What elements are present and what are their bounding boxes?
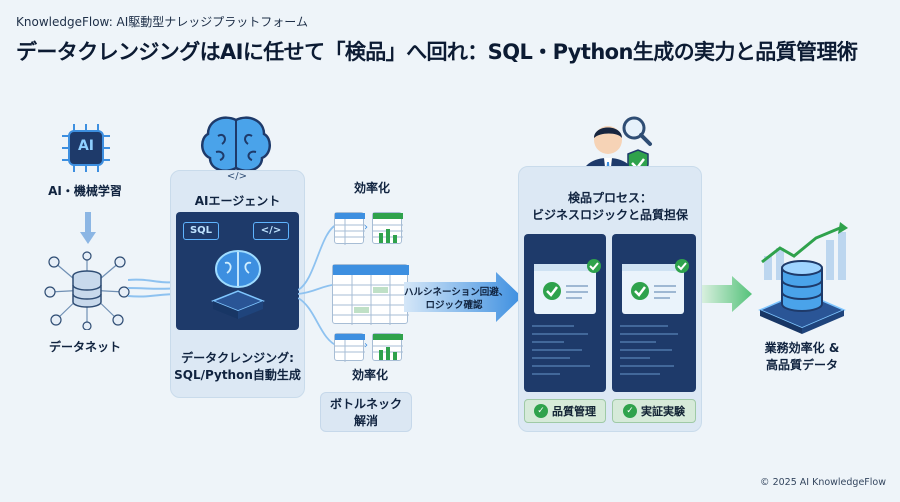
copyright: © 2025 AI KnowledgeFlow xyxy=(760,477,886,488)
check-icon: ✓ xyxy=(623,404,637,418)
arrow-text-line2: ロジック確認 xyxy=(425,300,483,311)
arrow-text-line1: ハルシネーション回避、 xyxy=(404,287,509,298)
inspection-screen-2 xyxy=(612,234,696,392)
green-right-arrow-icon xyxy=(702,276,752,312)
brain-icon xyxy=(196,112,276,180)
efficiency-label-top: 効率化 xyxy=(353,181,390,195)
verification-badge: ✓ 実証実験 xyxy=(612,399,696,423)
sql-badge: SQL xyxy=(183,222,219,240)
inspection-screen-1 xyxy=(524,234,606,392)
result-line2: 高品質データ xyxy=(765,358,838,372)
down-arrow-icon xyxy=(80,212,96,246)
table-icon-3 xyxy=(334,333,365,362)
agent-caption-line2: SQL/Python自動生成 xyxy=(174,368,301,382)
inspection-title-line2: ビジネスロジックと品質担保 xyxy=(531,208,688,222)
brand-header: KnowledgeFlow: AI駆動型ナレッジプラットフォーム xyxy=(16,15,308,29)
bottleneck-line2: 解消 xyxy=(353,414,378,428)
quality-control-label: 品質管理 xyxy=(552,405,596,418)
bottleneck-box xyxy=(320,392,412,432)
glowing-brain-icon xyxy=(209,245,267,323)
efficiency-label-bottom: 効率化 xyxy=(351,368,388,382)
database-network-icon xyxy=(42,250,132,331)
code-badge: </> xyxy=(253,222,289,240)
quality-control-badge: ✓ 品質管理 xyxy=(524,399,606,423)
large-table-icon xyxy=(332,264,409,325)
ai-ml-label: AI・機械学習 xyxy=(48,184,122,198)
code-brackets-icon: </> xyxy=(226,171,248,182)
inspection-title-line1: 検品プロセス： xyxy=(567,191,652,205)
agent-caption-line1: データクレンジング: xyxy=(181,351,294,365)
page-title: データクレンジングはAIに任せて「検品」へ回れ：SQL・Python生成の実力と… xyxy=(16,40,858,64)
table-icon-1 xyxy=(334,212,365,245)
check-icon: ✓ xyxy=(534,404,548,418)
database-stack-icon xyxy=(754,240,850,336)
ai-agent-title: AIエージェント xyxy=(194,194,281,208)
big-right-arrow-icon xyxy=(404,272,522,322)
verification-label: 実証実験 xyxy=(641,405,685,418)
table-icon-4 xyxy=(372,333,403,361)
ai-chip-icon xyxy=(56,118,116,178)
right-arrow-icon: › xyxy=(364,222,368,233)
data-net-label: データネット xyxy=(48,340,121,354)
growth-chart-icon xyxy=(760,222,850,280)
table-icon-2 xyxy=(372,212,403,244)
ai-chip-label: AI xyxy=(77,138,95,154)
right-arrow-icon-2: › xyxy=(364,340,368,351)
result-line1: 業務効率化 & xyxy=(764,341,840,355)
bottleneck-line1: ボトルネック xyxy=(329,397,402,411)
